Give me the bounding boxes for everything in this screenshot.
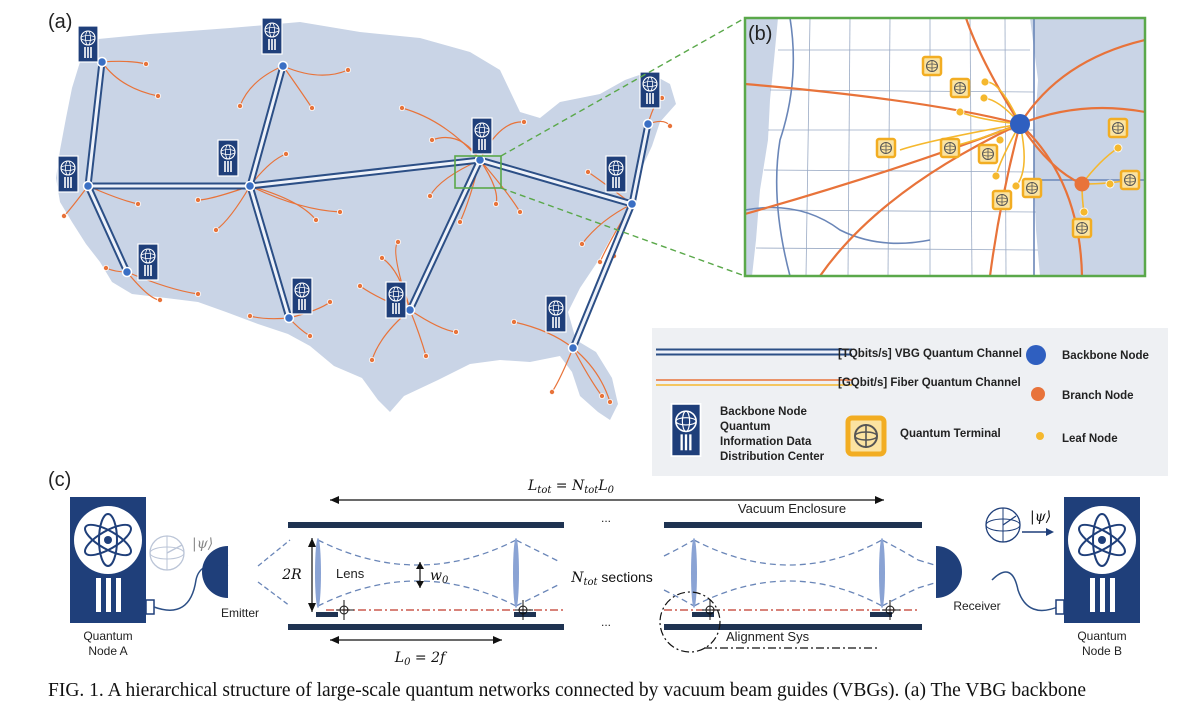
legend-datacenter-icon	[670, 402, 702, 458]
legend-backbone-dot	[1026, 345, 1046, 365]
legend-leaf-dot	[1036, 432, 1044, 440]
l0-label: L0 = 2f	[394, 650, 448, 668]
bloch-sphere-right	[985, 507, 1021, 543]
legend-dc-line4: Distribution Center	[720, 451, 825, 463]
node-b-line1: Quantum	[1077, 629, 1126, 643]
inset-map-b	[743, 16, 1147, 278]
quantum-node-b-icon	[1055, 497, 1140, 623]
schematic-c: Quantum Node A |ψ⟩ Emitter Ltot = NtotL0…	[70, 478, 1140, 668]
legend-terminal-label: Quantum Terminal	[900, 428, 1001, 440]
legend-branch-dot	[1031, 387, 1045, 401]
receiver-label: Receiver	[953, 599, 1000, 613]
legend-leaf-label: Leaf Node	[1062, 433, 1118, 445]
alignment-circle	[659, 591, 721, 653]
node-b-cable	[991, 571, 1061, 612]
ntot-sections-label: Ntot sections	[570, 569, 653, 588]
legend-backbone-label: Backbone Node	[1062, 350, 1149, 362]
bloch-sphere-left	[149, 535, 185, 571]
lens-label: Lens	[336, 566, 365, 581]
legend-dc-line3: Information Data	[720, 436, 812, 448]
ellipsis-bottom: ...	[601, 615, 611, 629]
node-a-line1: Quantum	[83, 629, 132, 643]
panel-label-a: (a)	[48, 11, 72, 33]
receiver	[936, 546, 962, 598]
lens-mounts	[316, 612, 892, 617]
map-backbone-nodes	[82, 56, 654, 354]
legend-dc-line1: Backbone Node	[720, 406, 807, 418]
zoom-line-bottom	[500, 187, 746, 277]
psi-left: |ψ⟩	[192, 536, 213, 552]
panel-label-b: (b)	[748, 23, 772, 45]
legend-terminal-icon	[848, 418, 884, 454]
emitter-label: Emitter	[221, 606, 259, 620]
legend-vbg-label: [TQbits/s] VBG Quantum Channel	[838, 348, 1022, 360]
zoom-line-top	[500, 17, 746, 157]
figure-caption: FIG. 1. A hierarchical structure of larg…	[48, 680, 1087, 701]
panel-label-c: (c)	[48, 469, 71, 491]
node-b-line2: Node B	[1082, 644, 1122, 658]
ellipsis-top: ...	[601, 511, 611, 525]
alignment-markers	[336, 600, 900, 620]
psi-right: |ψ⟩	[1030, 509, 1051, 525]
vacuum-enclosure-walls	[288, 522, 922, 630]
quantum-node-a-icon	[70, 497, 155, 623]
legend-fiber-line	[656, 379, 852, 386]
alignment-label: Alignment Sys	[726, 629, 810, 644]
zoom-box	[454, 155, 502, 189]
lenses	[315, 538, 885, 608]
legend-branch-label: Branch Node	[1062, 390, 1134, 402]
legend-fiber-label: [GQbit/s] Fiber Quantum Channel	[838, 377, 1021, 389]
ltot-equation: Ltot = NtotL0	[527, 478, 615, 496]
emitter	[202, 546, 228, 598]
node-a-line2: Node A	[88, 644, 127, 658]
us-map	[56, 22, 676, 420]
w0-label: w0	[430, 568, 449, 586]
legend-dc-line2: Quantum	[720, 421, 770, 433]
two-r-label: 2R	[281, 567, 302, 583]
legend: [TQbits/s] VBG Quantum Channel [GQbit/s]…	[652, 328, 1168, 476]
vacuum-enclosure-label: Vacuum Enclosure	[738, 501, 846, 516]
